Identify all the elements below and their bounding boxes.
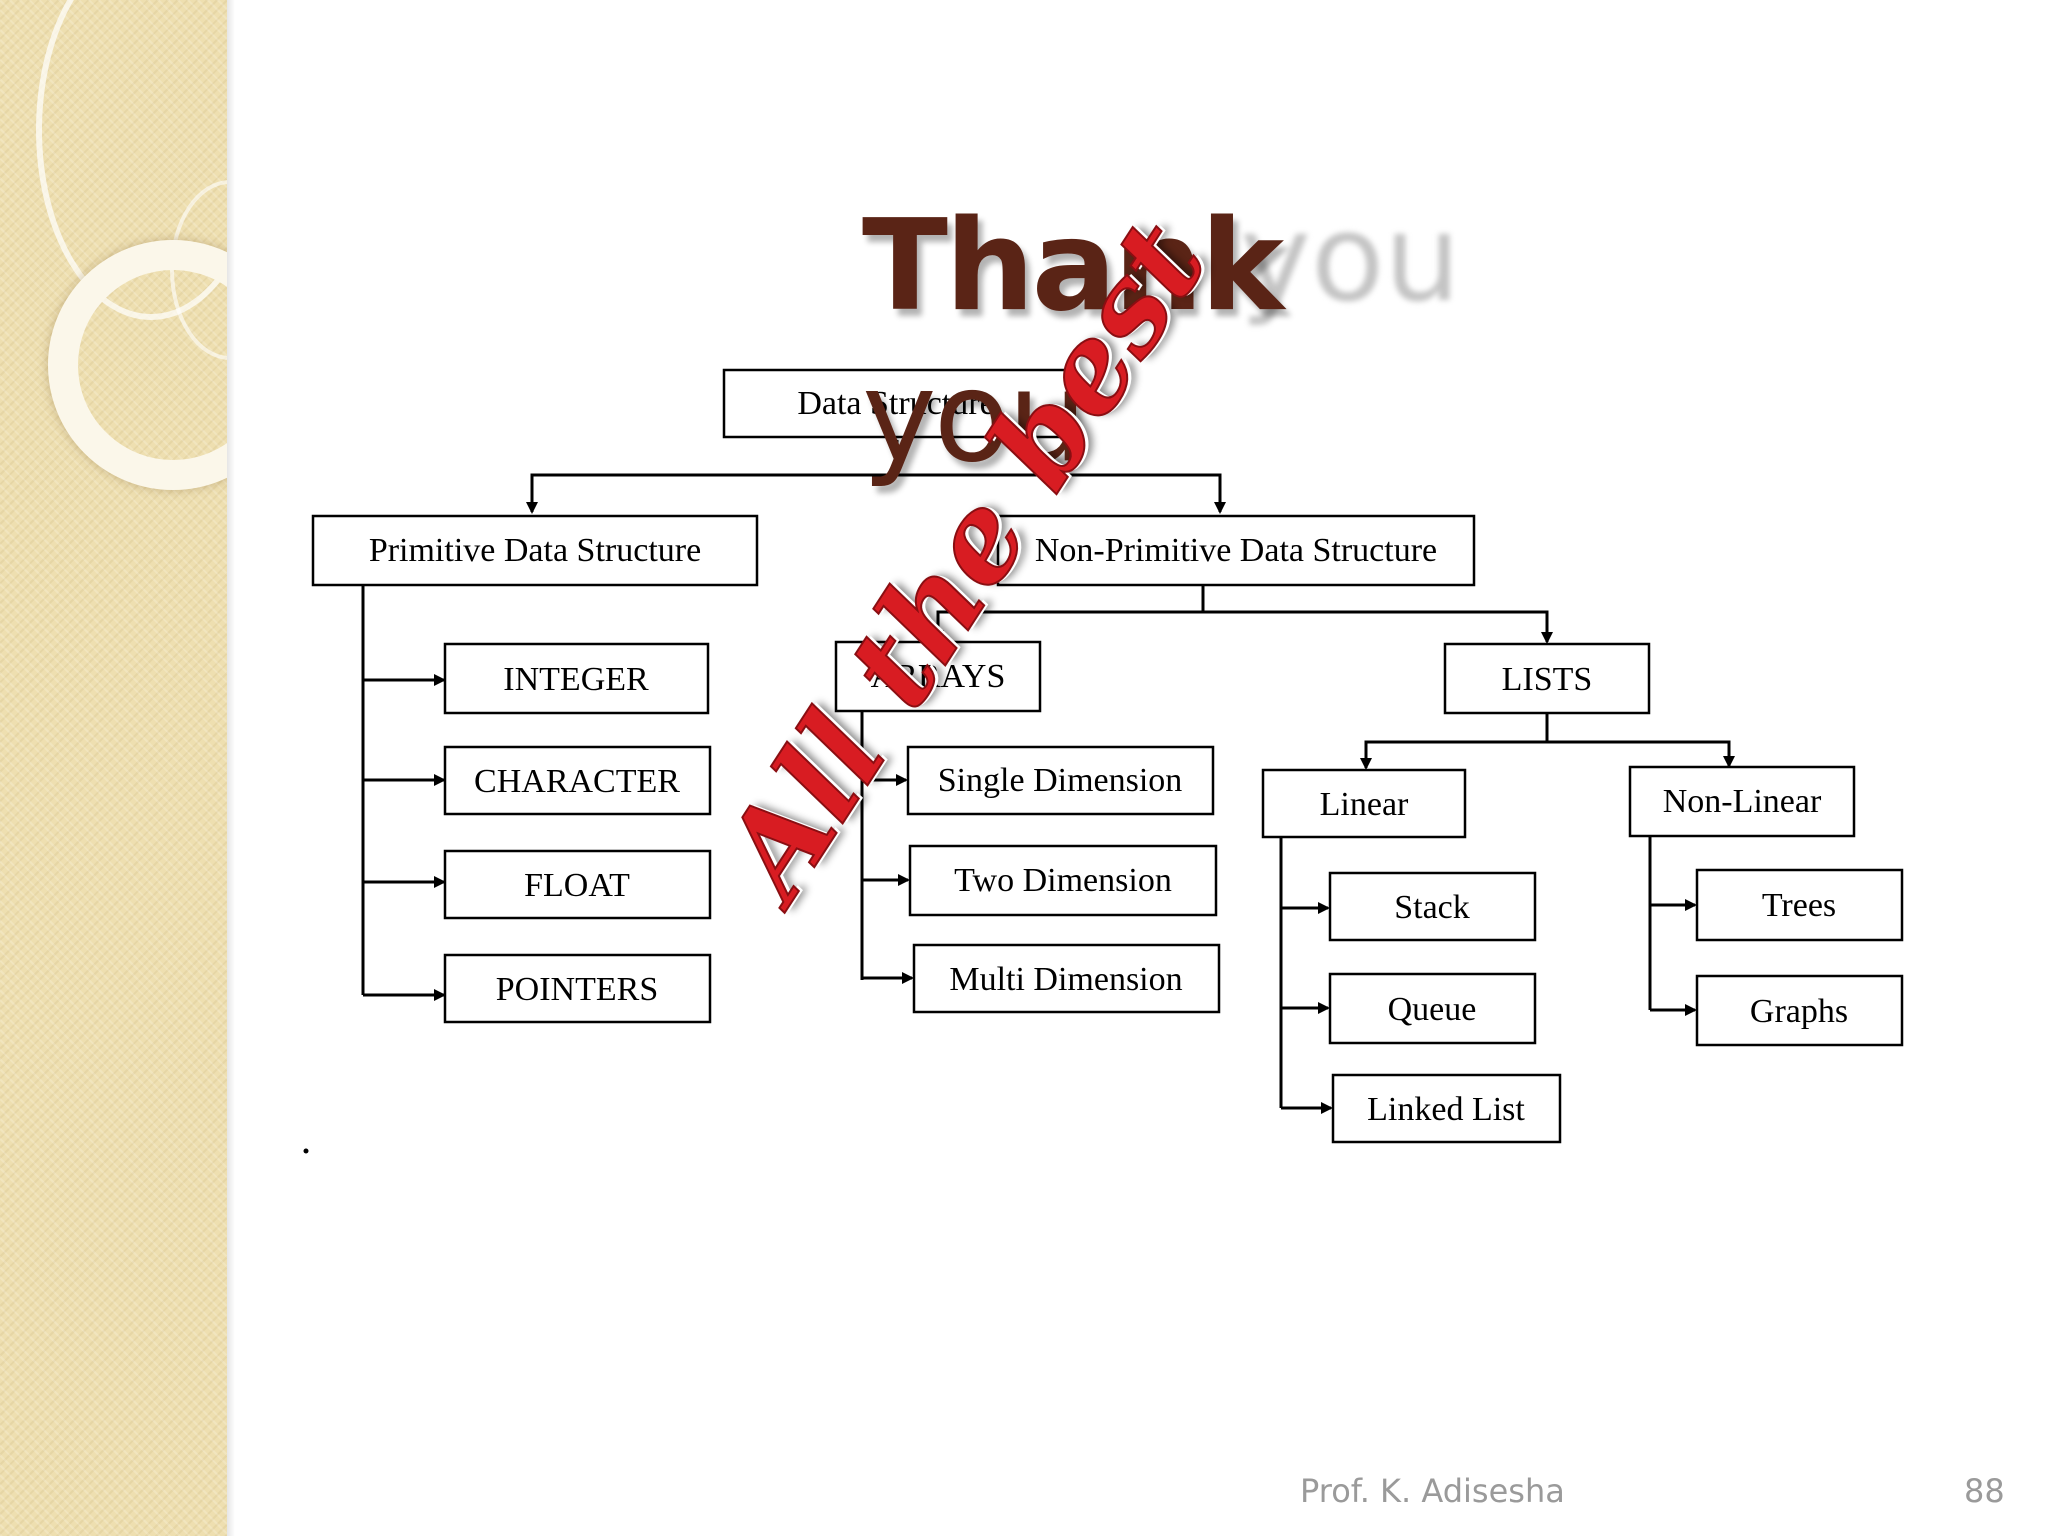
title-shadow-text: you (1240, 190, 1461, 329)
node-linear-box (1261, 768, 1467, 839)
node-nonlinear-box (1628, 765, 1856, 838)
node-trees-label: Trees (1762, 887, 1836, 924)
node-trees-box (1695, 868, 1904, 942)
diagram-connectors (361, 440, 1735, 1114)
node-multi-box (912, 943, 1221, 1014)
edge-nonprimitive-arrays (932, 585, 1205, 642)
node-pointers-label: POINTERS (496, 971, 658, 1008)
node-integer-box (443, 642, 710, 715)
node-multi-label: Multi Dimension (949, 961, 1182, 998)
node-stack-box (1328, 871, 1537, 942)
node-graphs-box (1695, 974, 1904, 1047)
decorative-sidebar (0, 0, 227, 1536)
node-nonprimitive-label: Non-Primitive Data Structure (1035, 532, 1437, 569)
diagram-labels: Data Structure Primitive Data Structure … (369, 385, 1848, 1128)
node-linear-label: Linear (1320, 786, 1409, 823)
node-float-box (443, 849, 712, 920)
sidebar-edge-shadow (227, 0, 235, 1536)
node-float-label: FLOAT (524, 867, 630, 904)
node-arrays-label: ARRAYS (871, 658, 1006, 695)
node-character-label: CHARACTER (474, 763, 680, 800)
node-linkedlist-label: Linked List (1367, 1091, 1525, 1128)
node-nonprimitive-box (996, 514, 1476, 587)
node-primitive-box (311, 514, 759, 587)
node-lists-box (1443, 642, 1651, 715)
node-single-label: Single Dimension (938, 762, 1183, 799)
footer-author: Prof. K. Adisesha (1300, 1472, 1565, 1510)
title-word-you: you (862, 343, 1088, 491)
node-two-box (908, 844, 1218, 917)
node-arrays-box (834, 640, 1042, 713)
edge-root-primitive (526, 440, 899, 514)
node-queue-box (1328, 972, 1537, 1045)
node-pointers-box (443, 953, 712, 1024)
node-two-label: Two Dimension (954, 862, 1172, 899)
node-graphs-label: Graphs (1750, 993, 1848, 1030)
node-character-box (443, 745, 712, 816)
node-root-label: Data Structure (797, 385, 994, 422)
edge-lists-nonlinear (1547, 740, 1735, 768)
edge-lists-linear (1360, 713, 1549, 770)
page-number: 88 (1964, 1472, 2005, 1510)
node-nonlinear-label: Non-Linear (1663, 783, 1822, 820)
node-linkedlist-box (1331, 1073, 1562, 1144)
node-root-box (722, 368, 1070, 439)
stray-dot (303, 1148, 309, 1154)
node-queue-label: Queue (1388, 991, 1477, 1028)
node-stack-label: Stack (1394, 889, 1470, 926)
diagram-nodes (311, 368, 1904, 1144)
edge-nonprimitive-lists (1203, 610, 1553, 644)
node-integer-label: INTEGER (503, 661, 649, 698)
node-lists-label: LISTS (1502, 661, 1593, 698)
edge-root-nonprimitive (897, 473, 1226, 514)
node-single-box (906, 745, 1215, 816)
node-primitive-label: Primitive Data Structure (369, 532, 701, 569)
